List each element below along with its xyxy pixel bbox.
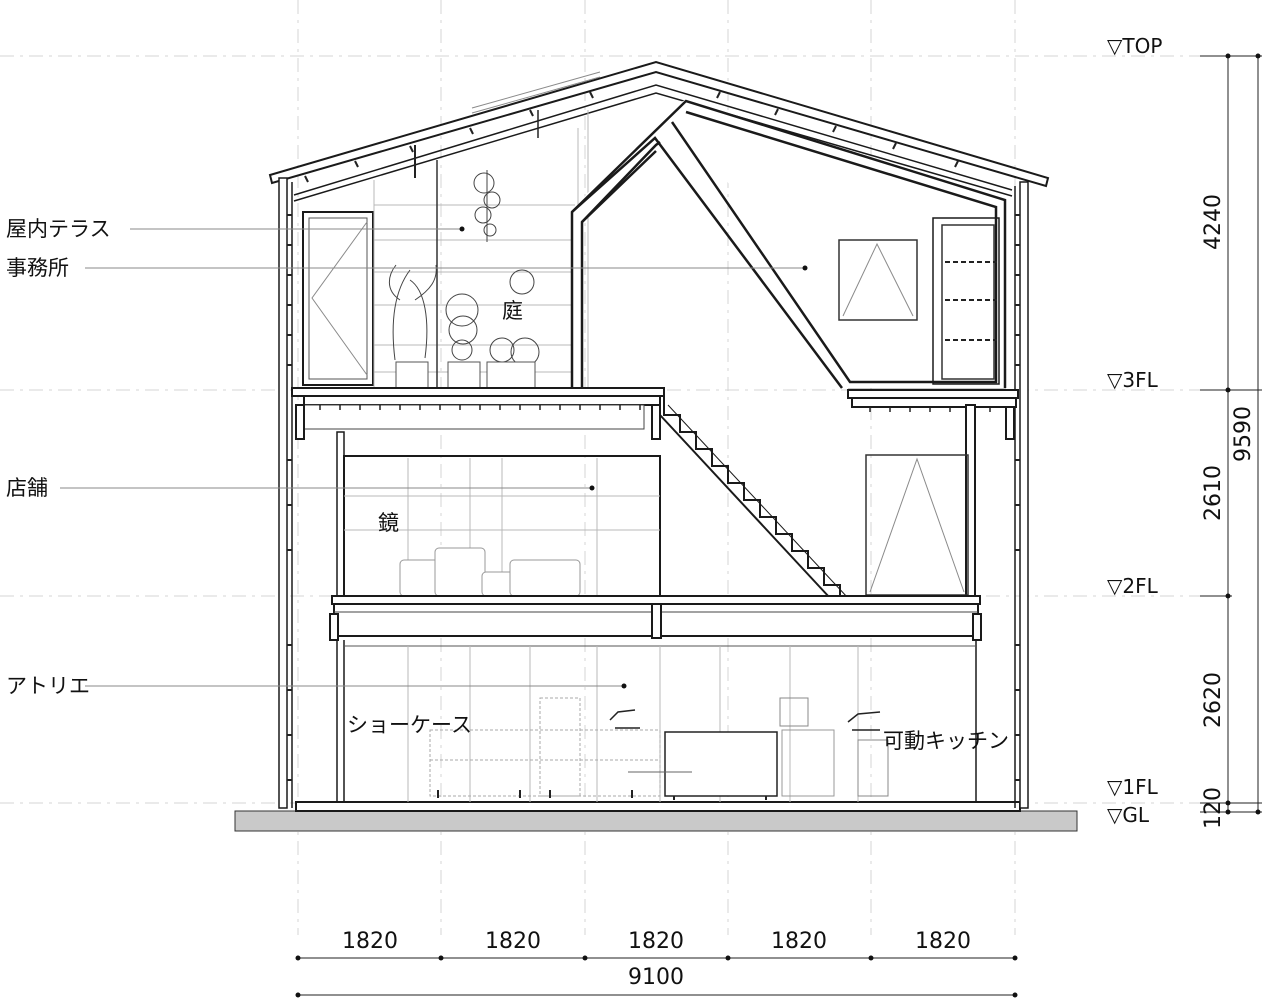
dim-1fl-to-gl: 120: [1201, 787, 1226, 829]
dim-3fl-to-2fl: 2610: [1201, 465, 1226, 521]
ground-slab: [234, 801, 1078, 832]
shop-level: [336, 404, 976, 601]
level-gl: ▽GL: [1107, 803, 1150, 827]
label-shop: 店舗: [6, 476, 48, 500]
level-1fl: ▽1FL: [1107, 775, 1159, 799]
label-mirror: 鏡: [378, 511, 399, 535]
office-volume: [570, 99, 1007, 392]
dim-total-height: 9590: [1231, 406, 1256, 462]
leader-lines: [60, 226, 808, 689]
exterior-walls: [278, 177, 1029, 809]
label-office: 事務所: [6, 256, 69, 280]
label-indoor-terrace: 屋内テラス: [6, 217, 111, 241]
atelier-level: [336, 640, 977, 802]
label-showcase: ショーケース: [347, 713, 472, 737]
level-2fl: ▽2FL: [1107, 574, 1159, 598]
room-labels: 屋内テラス 事務所 店舗 アトリエ 庭 鏡 ショーケース 可動キッチン: [6, 217, 1009, 753]
dim-span-1: 1820: [342, 929, 398, 954]
dim-span-5: 1820: [915, 929, 971, 954]
label-atelier: アトリエ: [6, 674, 90, 698]
label-movable-kitchen: 可動キッチン: [883, 729, 1009, 753]
level-markers: ▽TOP ▽3FL ▽2FL ▽1FL ▽GL: [1107, 34, 1262, 827]
third-floor: [302, 110, 589, 389]
horizontal-dimensions: 1820 1820 1820 1820 1820 9100: [295, 929, 1018, 998]
level-3fl: ▽3FL: [1107, 368, 1159, 392]
label-garden: 庭: [502, 299, 523, 323]
level-top: ▽TOP: [1107, 34, 1162, 58]
vertical-dimensions: 4240 2610 2620 120 9590: [1201, 53, 1261, 829]
roof: [268, 60, 1050, 202]
dim-span-3: 1820: [628, 929, 684, 954]
dim-span-4: 1820: [771, 929, 827, 954]
dim-top-to-3fl: 4240: [1201, 194, 1226, 250]
dim-2fl-to-1fl: 2620: [1201, 672, 1226, 728]
third-floor-slab: [291, 387, 1019, 440]
second-floor-slab: [329, 595, 982, 641]
dim-total-width: 9100: [628, 965, 684, 990]
stair: [659, 396, 849, 599]
dim-span-2: 1820: [485, 929, 541, 954]
